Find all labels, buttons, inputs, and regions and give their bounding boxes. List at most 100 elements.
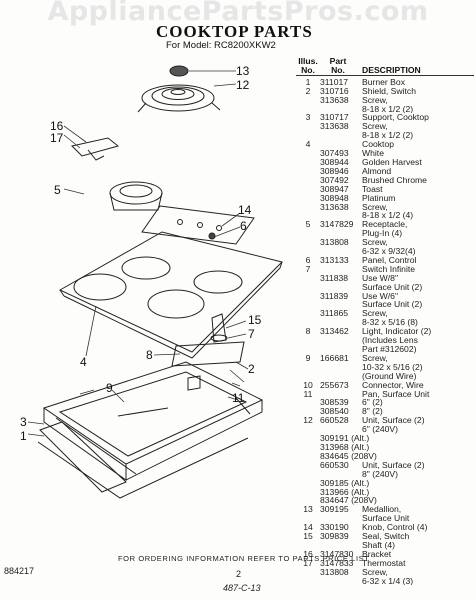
row-description: Brushed Chrome (362, 175, 427, 185)
row-illus-no (296, 488, 320, 497)
row-description: Screw, (362, 122, 388, 132)
row-description: 8" (240V) (362, 469, 399, 479)
row-description: Pan, Surface Unit (362, 389, 430, 399)
row-illus-no (296, 292, 320, 301)
row-description: Shield, Switch (362, 86, 416, 96)
row-illus-no (296, 443, 320, 452)
row-part-no: 834647 (208V) (320, 495, 377, 506)
row-part-no: 311865 (320, 308, 349, 319)
header-part: Part (329, 56, 347, 66)
parts-list-row: 11 Pan, Surface Unit (296, 388, 474, 399)
row-part-no: 313133 (320, 254, 349, 265)
callout-16: 16 (50, 119, 64, 133)
row-description: Connector, Wire (362, 380, 424, 390)
row-part-no: 3147829 (320, 219, 354, 230)
row-illus-no: 12 (303, 415, 313, 426)
callout-17: 17 (50, 131, 64, 145)
row-description: Screw, (362, 567, 388, 577)
row-illus-no (296, 577, 320, 586)
row-illus-no: 4 (305, 139, 311, 150)
callout-8: 8 (146, 348, 153, 362)
row-part-no: 308540 (320, 406, 349, 417)
row-part-no: 313968 (Alt.) (320, 441, 370, 452)
row-description: Surface Unit (362, 514, 410, 524)
parts-list-row: 313966 (Alt.) (296, 487, 474, 497)
row-description: Screw, (362, 353, 388, 363)
row-illus-no (296, 283, 320, 292)
row-illus-no (296, 300, 320, 309)
row-description (356, 479, 474, 488)
row-description (356, 452, 474, 461)
model-label: For Model: RC8200XKW2 (166, 40, 276, 51)
row-part-no (320, 577, 356, 586)
parts-list-header-row: Illus. Part (296, 57, 474, 66)
row-part-no (320, 336, 356, 345)
row-description: Unit, Surface (2) (362, 460, 425, 470)
row-illus-no (296, 167, 320, 176)
callout-9: 9 (106, 381, 113, 395)
row-part-no (320, 363, 356, 372)
parts-list-row: 6-32 x 1/4 (3) (296, 577, 474, 586)
row-description: Cooktop (362, 140, 395, 150)
row-illus-no (296, 185, 320, 194)
row-part-no: 308539 (320, 397, 349, 408)
row-description: Thermostat (362, 558, 406, 568)
parts-list-row: 8" (240V) (296, 470, 474, 479)
page-title: COOKTOP PARTS (156, 22, 313, 41)
row-part-no: 308948 (320, 192, 349, 203)
row-illus-no (296, 309, 320, 318)
row-description: Use W/8" (362, 273, 398, 283)
row-description: 8-32 x 5/16 (8) (362, 318, 418, 328)
row-illus-no (296, 238, 320, 247)
header-illus: Illus. (298, 56, 318, 66)
row-part-no: 313638 (320, 94, 349, 105)
parts-list-row: 307492 Brushed Chrome (296, 174, 474, 185)
row-illus-no (296, 96, 320, 105)
row-description: Support, Cooktop (362, 113, 429, 123)
row-part-no: 834645 (208V) (320, 450, 377, 461)
row-illus-no: 3 (305, 112, 311, 123)
row-illus-no: 1 (305, 76, 311, 87)
parts-list-row: 4 Cooktop (296, 140, 474, 149)
callout-5: 5 (54, 183, 61, 197)
row-description: Part #312602) (362, 345, 417, 354)
callout-3: 3 (20, 415, 27, 429)
callout-6: 6 (240, 219, 247, 233)
row-illus-no: 7 (305, 263, 311, 274)
parts-list-row: 313968 (Alt.) (296, 443, 474, 452)
row-illus-no (296, 434, 320, 443)
footer-note: FOR ORDERING INFORMATION REFER TO PARTS … (118, 554, 370, 563)
row-part-no: 311838 (320, 272, 349, 283)
row-illus-no: 11 (303, 388, 313, 399)
row-part-no: 307492 (320, 174, 349, 185)
callout-12: 12 (236, 78, 250, 92)
row-description: Surface Unit (2) (362, 300, 423, 310)
row-part-no: 310717 (320, 112, 349, 123)
row-description: Golden Harvest (362, 157, 422, 167)
row-illus-no (296, 470, 320, 479)
row-description: 8-18 x 1/2 (4) (362, 211, 414, 221)
row-description: 8-18 x 1/2 (2) (362, 131, 414, 141)
row-description: (Includes Lens (362, 336, 418, 345)
document-number: 884217 (4, 566, 35, 576)
row-part-no (320, 131, 356, 140)
row-part-no: 309191 (Alt.) (320, 433, 370, 444)
row-illus-no (296, 461, 320, 470)
row-description: Bracket (362, 549, 392, 559)
row-part-no: 311839 (320, 290, 349, 301)
